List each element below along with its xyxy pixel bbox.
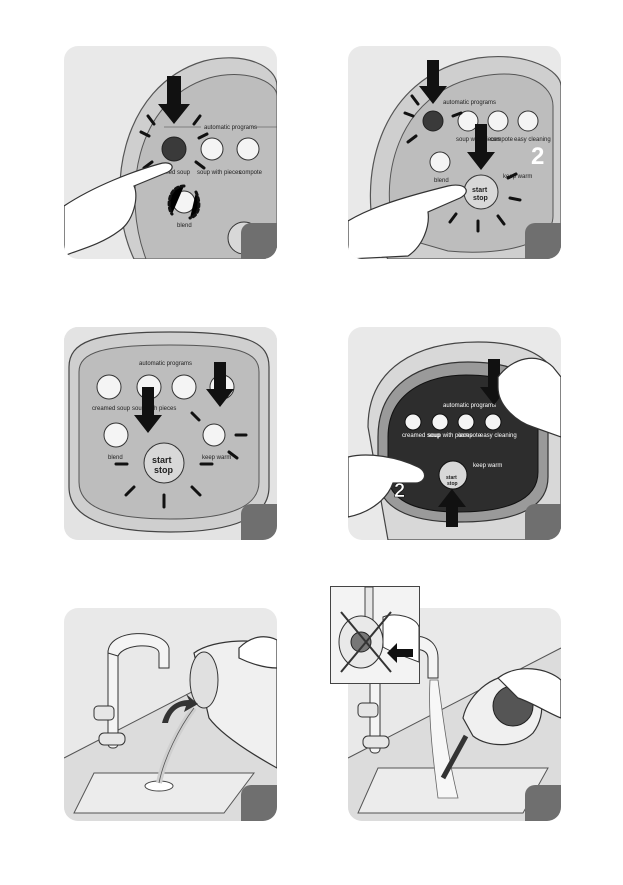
creamed-soup-label: creamed soup <box>152 170 191 176</box>
step-panel-5 <box>64 608 277 821</box>
creamed-soup-button[interactable] <box>422 110 444 132</box>
blend-label: blend <box>177 223 192 229</box>
stop-label: stop <box>473 195 488 202</box>
cross-icon <box>340 611 392 673</box>
keep-warm-button[interactable] <box>202 423 226 447</box>
finger-hand-icon <box>64 162 173 257</box>
creamed-soup-button[interactable] <box>404 413 422 431</box>
automatic-programs-label: automatic programs <box>443 100 496 106</box>
compote-button[interactable] <box>171 374 197 400</box>
compote-button[interactable] <box>236 137 260 161</box>
automatic-programs-label: automatic programs <box>139 361 192 367</box>
press-arrow-icon <box>158 76 190 124</box>
step-number-box <box>525 785 561 821</box>
step-number-box <box>241 504 277 540</box>
inset-warning-box <box>330 586 420 684</box>
creamed-soup-button[interactable] <box>161 136 187 162</box>
step-number-box <box>525 504 561 540</box>
press-arrow-icon <box>206 362 234 407</box>
soup-with-pieces-label: soup with pieces <box>428 433 472 439</box>
flash-icon <box>167 184 201 220</box>
panel-5-illustration <box>64 633 277 821</box>
step-panel-4: automatic programs creamed soup soup wit… <box>348 327 561 540</box>
easy-cleaning-label: easy cleaning <box>514 137 551 143</box>
blend-button[interactable] <box>103 422 129 448</box>
start-stop-button[interactable] <box>438 460 468 490</box>
compote-label: compote <box>458 433 482 439</box>
step-panel-6 <box>348 608 561 821</box>
start-label: start <box>152 455 172 465</box>
soup-with-pieces-button[interactable] <box>457 110 479 132</box>
finger-hand-icon <box>348 184 467 259</box>
easy-cleaning-label: easy cleaning <box>480 433 517 439</box>
flash-icon <box>114 411 248 509</box>
flash-icon <box>403 94 522 233</box>
compote-button[interactable] <box>487 110 509 132</box>
finger-hand-icon <box>348 454 426 518</box>
finger-hand-icon <box>238 636 277 669</box>
press-arrow-icon <box>419 60 447 104</box>
easy-cleaning-button[interactable] <box>517 110 539 132</box>
soup-with-pieces-button[interactable] <box>431 413 449 431</box>
blend-label: blend <box>434 178 449 184</box>
blend-label: blend <box>108 455 123 461</box>
keep-warm-label: keep warm <box>473 463 502 469</box>
start-stop-button[interactable] <box>143 442 185 484</box>
stop-label: stop <box>154 465 174 475</box>
press-arrow-icon <box>134 387 162 433</box>
step-panel-1: automatic programs creamed soup soup wit… <box>64 46 277 259</box>
sink-basin <box>73 772 255 814</box>
start-label: start <box>446 475 457 481</box>
press-arrow-icon <box>438 489 466 527</box>
keep-warm-label: keep warm <box>202 455 231 461</box>
step-panel-3: automatic programs creamed soup soup wit… <box>64 327 277 540</box>
soup-with-pieces-button[interactable] <box>200 137 224 161</box>
step-number-box <box>241 785 277 821</box>
compote-button[interactable] <box>457 413 475 431</box>
press-arrow-icon <box>467 124 495 170</box>
step-panel-2: automatic programs soup with pieces comp… <box>348 46 561 259</box>
compote-label: compote <box>239 170 263 176</box>
panel-4-illustration: automatic programs creamed soup soup wit… <box>348 341 561 540</box>
panel-3-illustration: automatic programs creamed soup soup wit… <box>64 327 277 540</box>
creamed-soup-button[interactable] <box>96 374 122 400</box>
keep-warm-label: keep warm <box>503 174 532 180</box>
creamed-soup-label: creamed soup <box>92 406 131 412</box>
soup-with-pieces-label: soup with pieces <box>197 170 241 176</box>
finger-hand-icon <box>497 357 561 438</box>
finger-hand-icon <box>497 668 561 719</box>
panel-2-illustration: automatic programs soup with pieces comp… <box>348 56 561 259</box>
creamed-soup-label: creamed soup <box>402 433 441 439</box>
step-mark-2: 2 <box>531 143 544 170</box>
start-label: start <box>472 187 488 194</box>
step-number-box <box>525 223 561 259</box>
automatic-programs-label: automatic programs <box>204 125 257 131</box>
blend-button[interactable] <box>429 151 451 173</box>
automatic-programs-label: automatic programs <box>443 403 496 409</box>
panel-6-illustration <box>348 635 561 821</box>
faucet-icon <box>93 633 170 749</box>
step-number-box <box>241 223 277 259</box>
inset-illustration <box>331 587 419 683</box>
easy-cleaning-button[interactable] <box>484 413 502 431</box>
compote-label: compote <box>490 137 514 143</box>
press-arrow-icon <box>387 643 413 663</box>
pouring-jug <box>189 640 277 769</box>
pour-arrow-icon <box>162 694 198 723</box>
soup-with-pieces-label: soup with pieces <box>132 406 176 412</box>
stop-label: stop <box>447 481 458 487</box>
step-mark-2: 2 <box>394 480 405 502</box>
panel-1-illustration: automatic programs creamed soup soup wit… <box>64 57 277 259</box>
